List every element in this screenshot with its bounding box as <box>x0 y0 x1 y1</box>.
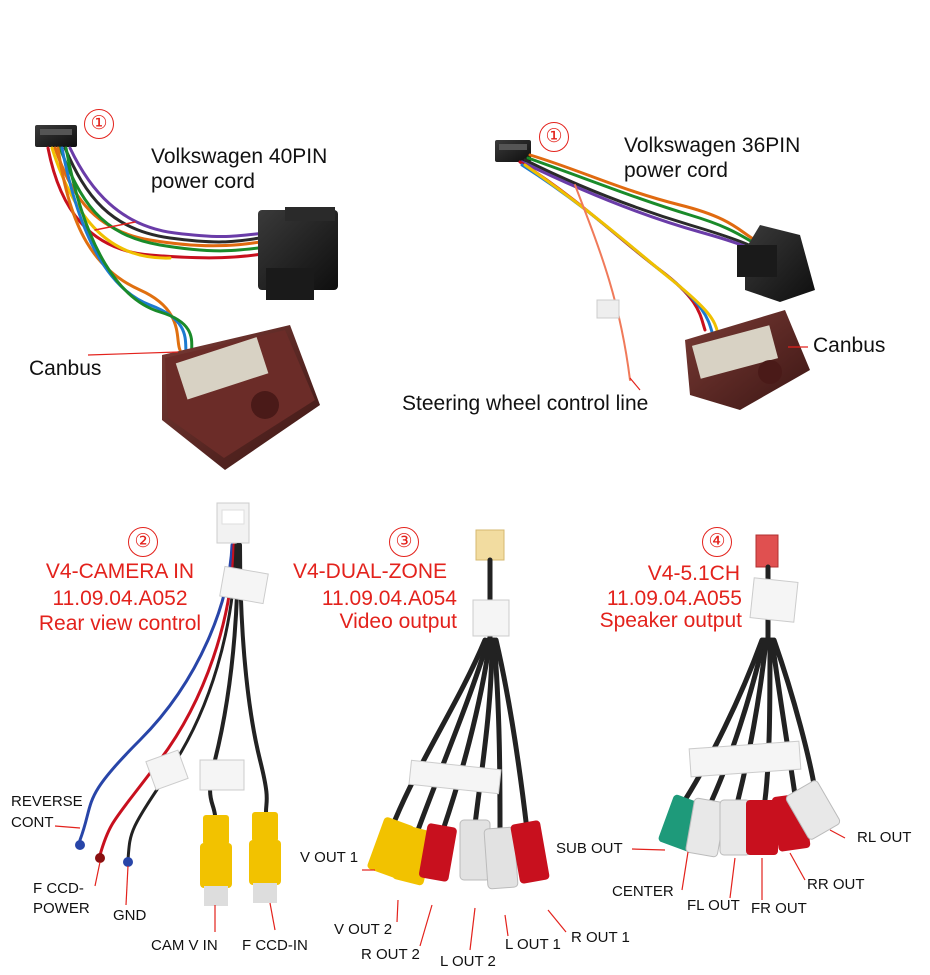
rout2-label: R OUT 2 <box>361 946 420 963</box>
dual-desc: Video output <box>339 610 457 633</box>
dualzone-harness <box>367 529 550 890</box>
fccd-power-line2: POWER <box>33 900 90 917</box>
vw40pin-harness <box>35 125 338 470</box>
rl-out-label: RL OUT <box>857 829 912 846</box>
dual-code: 11.09.04.A054 <box>321 587 457 610</box>
center-label: CENTER <box>612 883 674 900</box>
sub-out-label: SUB OUT <box>556 840 623 857</box>
camera-desc: Rear view control <box>38 612 202 635</box>
marker-4: ④ <box>702 527 732 557</box>
speaker-code: 11.09.04.A055 <box>606 587 742 610</box>
camera-harness <box>75 502 281 906</box>
lout2-label: L OUT 2 <box>440 953 496 970</box>
vw36pin-harness <box>495 140 815 410</box>
fccd-in-label: F CCD-IN <box>242 937 308 954</box>
vw40-title-line2: power cord <box>151 170 255 193</box>
speaker-desc: Speaker output <box>599 609 742 632</box>
camera-code: 11.09.04.A052 <box>52 587 188 610</box>
vw36-title-line1: Volkswagen 36PIN <box>624 134 801 157</box>
pointer-lines <box>54 825 846 951</box>
fl-out-label: FL OUT <box>687 897 740 914</box>
camera-name: V4-CAMERA IN <box>45 560 195 583</box>
fccd-power-line1: F CCD- <box>33 880 84 897</box>
vout1-label: V OUT 1 <box>300 849 359 866</box>
marker-1-right: ① <box>539 122 569 152</box>
speaker-harness <box>658 534 841 858</box>
vw36-title-line2: power cord <box>624 159 728 182</box>
vw40-title-line1: Volkswagen 40PIN <box>151 145 328 168</box>
reverse-label-line2: CONT <box>11 814 54 831</box>
gnd-label: GND <box>113 907 147 924</box>
canbus-label-left: Canbus <box>29 357 102 380</box>
canbus-pointer-left <box>87 351 179 356</box>
marker-2: ② <box>128 527 158 557</box>
speaker-name: V4-5.1CH <box>647 562 740 585</box>
steering-pointer <box>629 377 641 391</box>
fr-out-label: FR OUT <box>751 900 807 917</box>
dual-name: V4-DUAL-ZONE <box>292 560 448 583</box>
vout2-label: V OUT 2 <box>334 921 393 938</box>
canbus-label-right: Canbus <box>813 334 886 357</box>
marker-1-left: ① <box>84 109 114 139</box>
rr-out-label: RR OUT <box>807 876 865 893</box>
rout1-label: R OUT 1 <box>571 929 630 946</box>
steering-line-label: Steering wheel control line <box>402 392 649 415</box>
lout1-label: L OUT 1 <box>505 936 561 953</box>
reverse-label-line1: REVERSE <box>11 793 83 810</box>
marker-3: ③ <box>389 527 419 557</box>
cam-v-in-label: CAM V IN <box>151 937 218 954</box>
